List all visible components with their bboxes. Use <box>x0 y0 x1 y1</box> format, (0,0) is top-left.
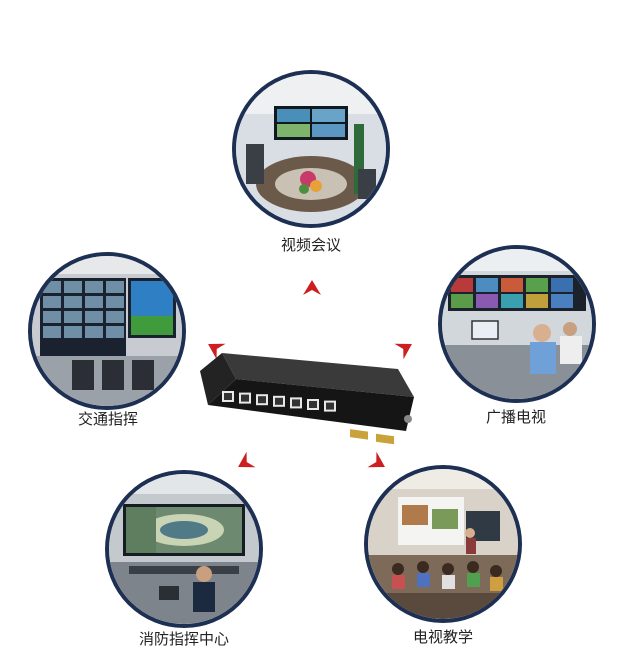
broadcast-tv-photo <box>438 245 596 403</box>
rj45-port-hole <box>258 396 266 404</box>
arrow-upleft-icon <box>208 343 226 360</box>
arrow-upright-icon <box>394 343 412 360</box>
arrow-downleft-icon <box>238 451 256 468</box>
arrow-downright-icon <box>367 451 385 468</box>
rj45-port-hole <box>275 397 283 405</box>
fire-command-center-caption: 消防指挥中心 <box>138 630 230 648</box>
fire-command-center-photo <box>105 470 263 628</box>
arrow-up-icon <box>303 280 321 295</box>
broadcast-tv-caption: 广播电视 <box>485 408 547 426</box>
traffic-command-caption: 交通指挥 <box>77 410 139 428</box>
rj45-port-hole <box>326 402 334 410</box>
rj45-port-hole <box>241 394 249 402</box>
video-conference-caption: 视频会议 <box>280 236 342 254</box>
rj45-port-hole <box>224 393 232 400</box>
hdmi-extender-device <box>200 353 414 445</box>
tv-teaching-caption: 电视教学 <box>412 628 474 646</box>
video-conference-photo <box>232 70 390 228</box>
traffic-command-photo <box>28 252 186 410</box>
rj45-port-hole <box>292 399 300 407</box>
tv-teaching-photo <box>364 465 522 623</box>
rj45-port-hole <box>309 401 317 408</box>
